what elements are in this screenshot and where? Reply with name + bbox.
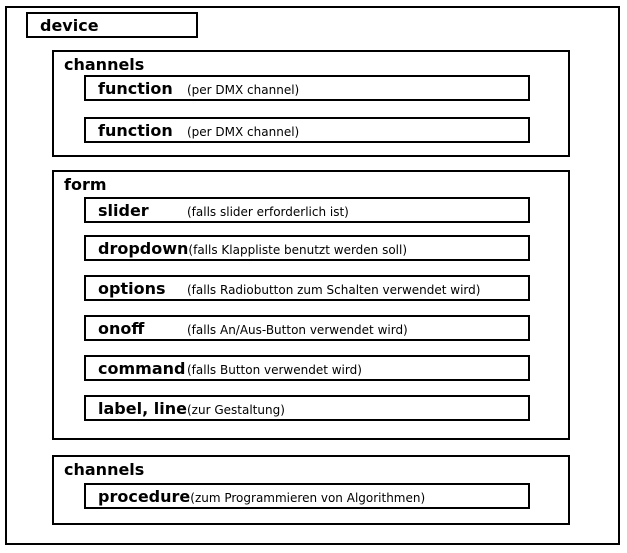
row-onoff-label: onoff bbox=[98, 319, 145, 338]
row-slider-annotation: (falls slider erforderlich ist) bbox=[187, 205, 349, 219]
row-slider: slider (falls slider erforderlich ist) bbox=[84, 197, 530, 223]
row-label-line-annotation: (zur Gestaltung) bbox=[187, 403, 285, 417]
section-channels-bottom: channels procedure (zum Programmieren vo… bbox=[52, 455, 570, 525]
row-procedure-label: procedure bbox=[98, 487, 191, 506]
section-form: form slider (falls slider erforderlich i… bbox=[52, 170, 570, 440]
device-label: device bbox=[40, 16, 99, 35]
section-channels-bottom-header: channels bbox=[64, 460, 145, 479]
row-label-line-label: label, line bbox=[98, 399, 187, 418]
section-form-header: form bbox=[64, 175, 107, 194]
row-function-2-annotation: (per DMX channel) bbox=[187, 125, 300, 139]
section-channels-top: channels function (per DMX channel) func… bbox=[52, 50, 570, 157]
row-command-label: command bbox=[98, 359, 186, 378]
row-procedure: procedure (zum Programmieren von Algorit… bbox=[84, 483, 530, 509]
row-command-annotation: (falls Button verwendet wird) bbox=[187, 363, 362, 377]
row-dropdown-annotation: (falls Klappliste benutzt werden soll) bbox=[188, 243, 408, 257]
row-onoff: onoff (falls An/Aus-Button verwendet wir… bbox=[84, 315, 530, 341]
row-options-label: options bbox=[98, 279, 166, 298]
row-dropdown: dropdown (falls Klappliste benutzt werde… bbox=[84, 235, 530, 261]
row-label-line: label, line (zur Gestaltung) bbox=[84, 395, 530, 421]
row-function-1-annotation: (per DMX channel) bbox=[187, 83, 300, 97]
row-procedure-annotation: (zum Programmieren von Algorithmen) bbox=[190, 491, 426, 505]
row-function-2-label: function bbox=[98, 121, 173, 140]
row-function-1-label: function bbox=[98, 79, 173, 98]
row-slider-label: slider bbox=[98, 201, 149, 220]
device-outer-box: device channels function (per DMX channe… bbox=[5, 6, 620, 545]
row-options-annotation: (falls Radiobutton zum Schalten verwende… bbox=[187, 283, 481, 297]
row-options: options (falls Radiobutton zum Schalten … bbox=[84, 275, 530, 301]
row-command: command (falls Button verwendet wird) bbox=[84, 355, 530, 381]
device-box: device bbox=[26, 12, 198, 38]
row-dropdown-label: dropdown bbox=[98, 239, 189, 258]
row-function-1: function (per DMX channel) bbox=[84, 75, 530, 101]
row-onoff-annotation: (falls An/Aus-Button verwendet wird) bbox=[187, 323, 408, 337]
row-function-2: function (per DMX channel) bbox=[84, 117, 530, 143]
section-channels-top-header: channels bbox=[64, 55, 145, 74]
